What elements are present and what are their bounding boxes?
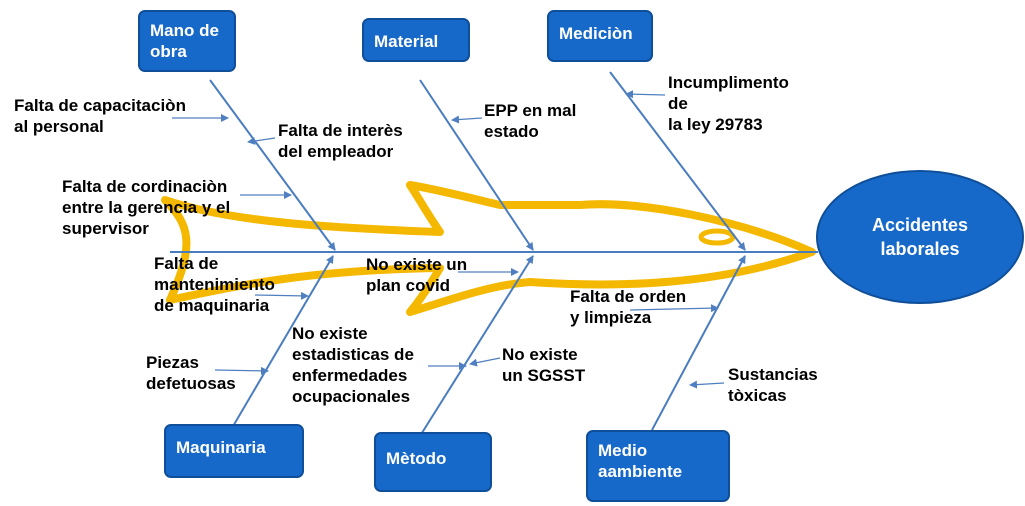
cause-arrow-piezas <box>214 366 269 375</box>
bone-medicion <box>609 71 746 251</box>
category-maquinaria: Maquinaria <box>164 424 304 478</box>
bone-maquinaria <box>231 255 334 429</box>
category-medio-ambiente: Medio aambiente <box>586 430 730 502</box>
cause-mantenimiento: Falta de mantenimiento de maquinaria <box>154 254 275 315</box>
category-mano-de-obra: Mano de obra <box>138 10 236 72</box>
cause-orden-limpieza: Falta de orden y limpieza <box>570 287 687 327</box>
cause-arrow-sustancias <box>689 380 725 389</box>
cause-capacitacion: Falta de capacitaciòn al personal <box>14 96 186 136</box>
cause-arrow-orden <box>629 304 719 313</box>
cause-piezas: Piezas defetuosas <box>146 353 236 393</box>
cause-sustancias: Sustancias tòxicas <box>728 365 818 405</box>
bone-medio-ambiente <box>651 255 746 431</box>
cause-estadisticas: No existe estadisticas de enfermedades o… <box>292 324 414 406</box>
fish-outline <box>161 181 816 316</box>
fish-eye <box>698 228 736 246</box>
cause-cordinacion: Falta de cordinaciòn entre la gerencia y… <box>62 177 231 238</box>
cause-ley-29783: Incumplimento de la ley 29783 <box>668 73 789 134</box>
cause-arrow-epp <box>451 115 483 124</box>
category-material: Material <box>362 18 470 62</box>
cause-epp: EPP en mal estado <box>484 101 577 141</box>
cause-interes: Falta de interès del empleador <box>278 121 403 161</box>
bone-material <box>419 79 534 251</box>
bone-metodo <box>419 255 534 437</box>
cause-arrow-mantenimiento <box>254 291 309 300</box>
category-medicion: Mediciòn <box>547 10 653 62</box>
effect-head: Accidentes laborales <box>816 170 1024 304</box>
cause-arrow-ley <box>625 90 666 99</box>
cause-arrow-sgsst <box>469 357 501 367</box>
cause-sgsst: No existe un SGSST <box>502 345 586 385</box>
cause-plan-covid: No existe un plan covid <box>366 255 468 295</box>
bone-mano-de-obra <box>209 79 336 251</box>
effect-label: Accidentes laborales <box>871 215 969 259</box>
category-metodo: Mètodo <box>374 432 492 492</box>
cause-arrow-interes <box>247 137 276 145</box>
